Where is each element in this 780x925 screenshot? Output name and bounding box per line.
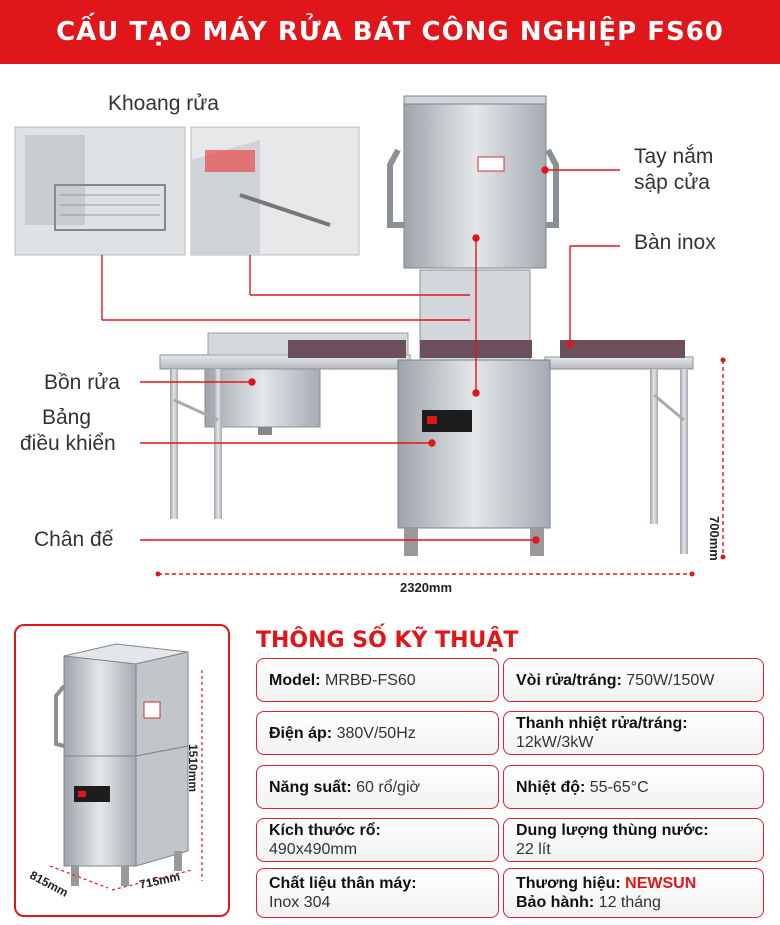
label-handle-line2: sập cửa: [634, 171, 710, 194]
spec-value-warranty: 12 tháng: [598, 894, 661, 911]
specs-title: THÔNG SỐ KỸ THUẬT: [256, 628, 519, 653]
machine-photo: [49, 643, 203, 891]
wash-chamber-photo-1: [14, 126, 186, 256]
spec-key: Nhiệt độ:: [516, 778, 586, 796]
spec-value: 22 lít: [516, 841, 551, 858]
label-handle-line1: Tay nắm: [634, 145, 714, 168]
spec-key: Chất liệu thân máy:: [269, 875, 417, 892]
spec-key-warranty: Bảo hành:: [516, 894, 595, 911]
label-base: Chân đế: [34, 528, 114, 551]
spec-basket-size: Kích thước rổ: 490x490mm: [256, 818, 499, 862]
spec-capacity: Năng suất: 60 rổ/giờ: [256, 765, 499, 809]
label-control-line2: điều khiển: [20, 432, 116, 455]
title-banner: CẤU TẠO MÁY RỬA BÁT CÔNG NGHIỆP FS60: [0, 0, 780, 64]
spec-heater: Thanh nhiệt rửa/tráng: 12kW/3kW: [503, 711, 764, 755]
spec-value: 750W/150W: [626, 671, 715, 689]
label-sink: Bồn rửa: [44, 371, 120, 394]
spec-key: Điện áp:: [269, 724, 333, 742]
page-title: CẤU TẠO MÁY RỬA BÁT CÔNG NGHIỆP FS60: [56, 17, 724, 47]
right-inox-table: [544, 340, 694, 554]
spec-value: 490x490mm: [269, 841, 358, 858]
wash-chamber-photo-2: [190, 126, 360, 256]
dimension-height: 700mm: [707, 516, 722, 561]
spec-key: Kích thước rổ:: [269, 822, 381, 839]
label-inox-table: Bàn inox: [634, 231, 716, 254]
spec-material: Chất liệu thân máy: Inox 304: [256, 868, 499, 918]
spec-value: Inox 304: [269, 894, 331, 911]
spec-value: 12kW/3kW: [516, 734, 594, 751]
dimension-ticks: [155, 357, 726, 577]
spec-value: 60 rổ/giờ: [356, 778, 420, 796]
spec-temperature: Nhiệt độ: 55-65°C: [503, 765, 764, 809]
spec-key: Dung lượng thùng nước:: [516, 822, 709, 839]
machine-diagram: Khoang rửa Tay nắm sập cửa Bàn inox Bồn …: [0, 64, 780, 610]
spec-tank-volume: Dung lượng thùng nước: 22 lít: [503, 818, 764, 862]
spec-value: MRBĐ-FS60: [325, 671, 416, 689]
spec-key: Thanh nhiệt rửa/tráng:: [516, 715, 688, 732]
spec-model: Model: MRBĐ-FS60: [256, 658, 499, 702]
spec-voltage: Điện áp: 380V/50Hz: [256, 711, 499, 755]
machine-photo-box: 1510mm 815mm 715mm: [14, 624, 230, 917]
spec-key: Vòi rửa/tráng:: [516, 671, 622, 689]
label-wash-chamber: Khoang rửa: [108, 92, 219, 115]
dimension-width: 2320mm: [400, 580, 453, 595]
left-inox-table: [159, 332, 411, 519]
callout-lines: [101, 166, 620, 544]
dishwasher-body: [387, 95, 559, 556]
spec-value: 55-65°C: [589, 778, 649, 796]
spec-key: Thương hiệu:: [516, 875, 621, 892]
dimension-unit-height: 1510mm: [186, 744, 200, 793]
spec-key: Model:: [269, 671, 321, 689]
brand-name: NEWSUN: [625, 875, 697, 892]
label-control-line1: Bảng: [42, 406, 92, 429]
dimension-lines: [158, 360, 724, 575]
spec-key: Năng suất:: [269, 778, 352, 796]
spec-nozzle: Vòi rửa/tráng: 750W/150W: [503, 658, 764, 702]
spec-value: 380V/50Hz: [336, 724, 416, 742]
machine-illustration: [14, 95, 726, 577]
spec-brand-warranty: Thương hiệu: NEWSUN Bảo hành: 12 tháng: [503, 868, 764, 918]
